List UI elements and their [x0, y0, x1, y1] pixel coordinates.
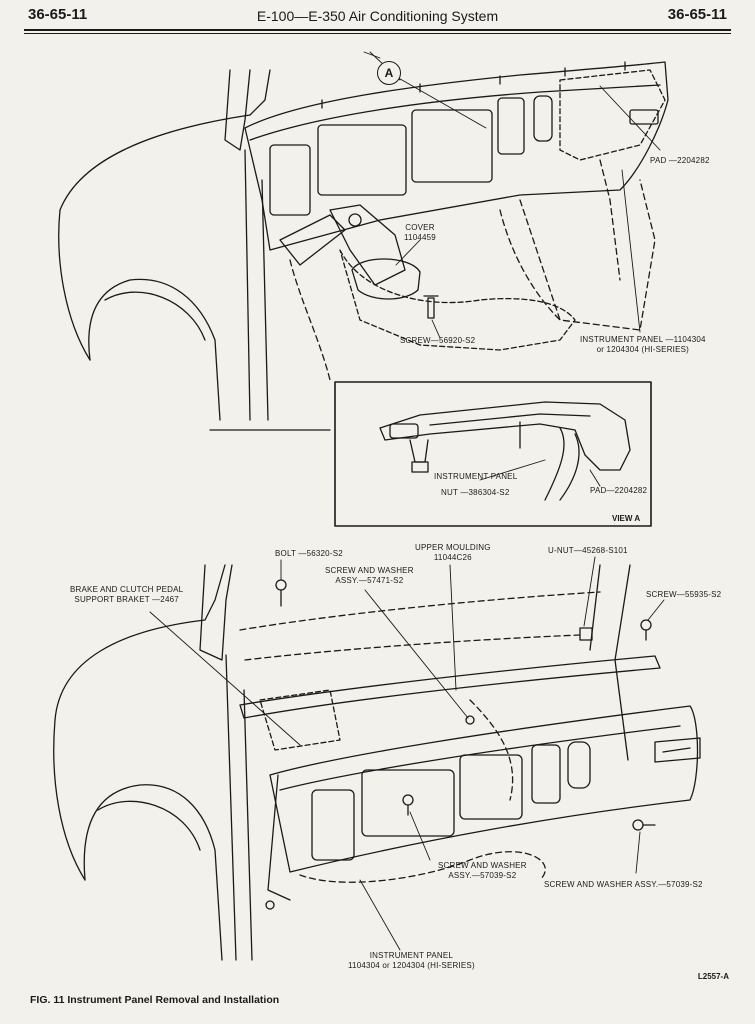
- label-screw-right: SCREW—55935-S2: [646, 590, 722, 599]
- view-a-inset: [334, 381, 652, 527]
- upper-illustration: [58, 51, 669, 431]
- label-screw-top: SCREW—56920-S2: [400, 336, 476, 345]
- label-screw-and-washer-upper-line1: SCREW AND WASHER: [325, 566, 414, 575]
- label-brake-bracket-line1: BRAKE AND CLUTCH PEDAL: [70, 585, 184, 594]
- label-u-nut: U-NUT—45268-S101: [548, 546, 628, 555]
- label-upper-moulding-line1: UPPER MOULDING: [415, 543, 491, 552]
- label-cover-line2: 1104459: [404, 233, 436, 242]
- bleed-through-texture: [30, 60, 270, 580]
- label-view-a-pad: PAD—2204282: [590, 486, 648, 495]
- page-number-right: 36-65-11: [667, 6, 727, 23]
- label-instrument-panel-top-line2: or 1204304 (HI-SERIES): [596, 345, 690, 354]
- label-upper-moulding-line2: 11044C26: [433, 553, 472, 562]
- label-brake-bracket-line2: SUPPORT BRAKET —2467: [74, 595, 179, 604]
- label-brake-bracket: BRAKE AND CLUTCH PEDAL SUPPORT BRAKET —2…: [70, 585, 183, 605]
- label-screw-and-washer-lower-line1: SCREW AND WASHER: [438, 861, 527, 870]
- label-screw-and-washer-upper-line2: ASSY.—57471-S2: [335, 576, 404, 585]
- label-cover: COVER 1104459: [404, 223, 436, 243]
- figure-caption: FIG. 11 Instrument Panel Removal and Ins…: [30, 994, 280, 1006]
- lower-illustration: [53, 556, 701, 961]
- header-rule-thin: [24, 33, 731, 34]
- page-title: E-100—E-350 Air Conditioning System: [256, 8, 499, 24]
- figure-code: L2557-A: [697, 972, 729, 981]
- label-screw-and-washer-right: SCREW AND WASHER ASSY.—57039-S2: [544, 880, 703, 889]
- label-instrument-panel-top: INSTRUMENT PANEL —1104304 or 1204304 (HI…: [580, 335, 706, 355]
- label-screw-and-washer-upper: SCREW AND WASHER ASSY.—57471-S2: [325, 566, 414, 586]
- label-bolt: BOLT —56320-S2: [275, 549, 343, 558]
- label-view-a-nut: NUT —386304-S2: [441, 488, 510, 497]
- label-instrument-panel-bottom: INSTRUMENT PANEL 1104304 or 1204304 (HI-…: [348, 951, 475, 971]
- page-header: 36-65-11 E-100—E-350 Air Conditioning Sy…: [0, 0, 755, 36]
- label-instrument-panel-bottom-line2: 1104304 or 1204304 (HI-SERIES): [348, 961, 475, 970]
- label-screw-and-washer-lower: SCREW AND WASHER ASSY.—57039-S2: [438, 861, 527, 881]
- label-instrument-panel-bottom-line1: INSTRUMENT PANEL: [369, 951, 454, 960]
- label-view-a-instrument-panel: INSTRUMENT PANEL: [434, 472, 518, 481]
- label-upper-moulding: UPPER MOULDING 11044C26: [415, 543, 491, 563]
- callout-a: A: [377, 61, 401, 85]
- header-rule: [24, 29, 731, 31]
- view-a-title: VIEW A: [612, 514, 641, 523]
- label-pad-top: PAD —2204282: [650, 156, 710, 165]
- page-number-left: 36-65-11: [28, 6, 88, 23]
- label-cover-line1: COVER: [405, 223, 435, 232]
- label-screw-and-washer-lower-line2: ASSY.—57039-S2: [448, 871, 517, 880]
- label-instrument-panel-top-line1: INSTRUMENT PANEL —1104304: [580, 335, 706, 344]
